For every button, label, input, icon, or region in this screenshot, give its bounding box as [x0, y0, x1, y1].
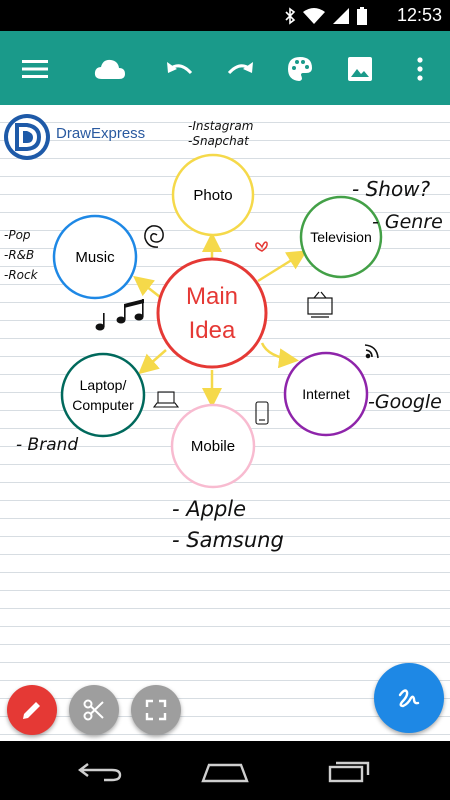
cut-tool-button[interactable] [69, 685, 119, 735]
logo-text: DrawExpress [56, 125, 146, 142]
main-idea-line-1: Main [186, 283, 238, 310]
node-internet-label: Internet [302, 386, 350, 402]
menu-button[interactable] [15, 49, 55, 89]
home-icon [201, 763, 249, 783]
music-annotation-2: -R&B [4, 248, 35, 262]
node-television-label: Television [310, 229, 371, 245]
pen-tool-button[interactable] [7, 685, 57, 735]
node-laptop-label-2: Computer [72, 397, 134, 413]
laptop-annotation-1: - Brand [16, 435, 79, 455]
music-notes-doodle-icon [95, 299, 144, 331]
node-laptop[interactable] [60, 352, 146, 438]
photo-annotation-1: -Instagram [188, 119, 254, 133]
navigation-bar [0, 741, 450, 800]
status-clock: 12:53 [396, 5, 442, 25]
pencil-icon [23, 702, 40, 719]
node-internet[interactable] [283, 351, 369, 437]
tv-doodle-icon [307, 291, 333, 318]
mobile-annotation-1: - Apple [172, 497, 247, 521]
wifi-icon [303, 8, 325, 24]
phone-doodle-icon [255, 401, 269, 425]
image-icon [348, 57, 372, 81]
back-icon [78, 763, 122, 782]
arrow-to-television [257, 250, 308, 283]
recents-button[interactable] [320, 751, 380, 791]
node-mobile[interactable] [170, 403, 256, 489]
node-music[interactable] [52, 214, 138, 300]
undo-button[interactable] [160, 49, 200, 89]
back-button[interactable] [70, 751, 130, 791]
node-music-label: Music [75, 249, 115, 266]
mindmap: Photo Music Television Laptop/ Computer … [52, 153, 383, 489]
more-vert-icon [417, 57, 423, 81]
palette-icon [288, 57, 312, 81]
frame-tool-button[interactable] [131, 685, 181, 735]
cloud-icon [94, 59, 125, 79]
music-annotation-1: -Pop [4, 228, 31, 242]
more-button[interactable] [400, 49, 440, 89]
fullscreen-icon [145, 699, 167, 721]
television-annotation-2: - Genre [372, 211, 443, 233]
arrow-to-internet [260, 342, 299, 369]
app-bar [0, 31, 450, 105]
bluetooth-icon [285, 7, 296, 25]
menu-icon [22, 60, 48, 78]
mobile-annotation-2: - Samsung [172, 528, 284, 552]
undo-icon [167, 62, 193, 75]
television-annotation-1: - Show? [352, 177, 431, 201]
signal-icon [333, 8, 349, 24]
node-television[interactable] [299, 195, 383, 279]
main-idea-line-2: Idea [189, 317, 236, 344]
cloud-button[interactable] [90, 49, 130, 89]
recents-icon [328, 761, 370, 783]
arrow-to-music [133, 275, 161, 298]
laptop-doodle-icon [152, 391, 180, 408]
arrow-to-laptop [138, 349, 167, 375]
node-main-idea[interactable] [156, 257, 268, 369]
wifi-doodle-icon [364, 344, 379, 359]
status-bar: 12:53 [0, 0, 450, 31]
node-laptop-label-1: Laptop/ [80, 377, 127, 393]
internet-annotation-1: -Google [368, 391, 442, 413]
music-annotation-3: -Rock [4, 268, 38, 282]
node-photo-label: Photo [193, 187, 232, 204]
node-photo[interactable] [171, 153, 255, 237]
drawexpress-logo-icon [4, 114, 50, 160]
home-button[interactable] [195, 751, 255, 791]
scissors-icon [83, 699, 104, 721]
heart-doodle-icon [255, 241, 268, 252]
redo-icon [227, 62, 253, 75]
gesture-button[interactable] [374, 663, 444, 733]
connector-arrows [133, 232, 308, 408]
image-button[interactable] [340, 49, 380, 89]
status-icons [284, 6, 368, 26]
gesture-icon [398, 689, 420, 708]
redo-button[interactable] [220, 49, 260, 89]
drawing-canvas[interactable]: DrawExpress Photo Music Television Lapto… [0, 105, 450, 741]
palette-button[interactable] [280, 49, 320, 89]
photo-annotation-2: -Snapchat [188, 134, 249, 148]
spiral-doodle-icon [144, 225, 164, 248]
node-mobile-label: Mobile [191, 438, 235, 455]
battery-icon [357, 7, 367, 25]
